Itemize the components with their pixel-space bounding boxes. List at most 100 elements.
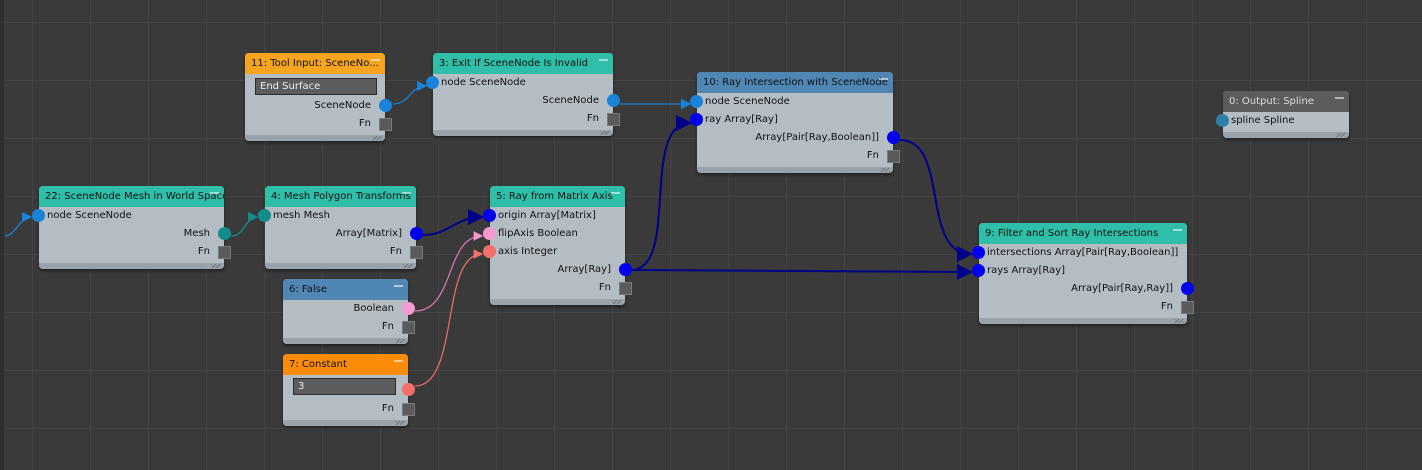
input-port-icon[interactable] [426, 76, 439, 89]
node-tool-input[interactable]: 11: Tool Input: SceneNo... End Surface S… [245, 53, 392, 141]
fn-port-icon[interactable] [607, 113, 620, 126]
minimize-icon[interactable] [879, 78, 888, 80]
wire-4-to-5 [421, 209, 484, 236]
constant-value-field[interactable]: 3 [293, 378, 396, 395]
output-port-row: Array[Pair[Ray,Boolean]] [697, 129, 900, 147]
node-header[interactable]: 6: False [283, 279, 408, 300]
node-title: 0: Output: Spline [1229, 96, 1314, 107]
node-exit-if-invalid[interactable]: 3: Exit If SceneNode Is Invalid node Sce… [426, 53, 620, 136]
resize-handle[interactable] [283, 338, 408, 344]
minimize-icon[interactable] [371, 59, 380, 61]
port-label: Fn [358, 118, 371, 129]
node-header[interactable]: 0: Output: Spline [1223, 91, 1349, 112]
node-filter-sort-intersections[interactable]: 9: Filter and Sort Ray Intersections int… [972, 223, 1194, 324]
node-title: 11: Tool Input: SceneNo... [251, 58, 379, 69]
output-port-icon[interactable] [887, 131, 900, 144]
port-label: Fn [389, 246, 402, 257]
resize-handle[interactable] [283, 420, 408, 426]
port-label: node SceneNode [47, 210, 132, 221]
fn-port-icon[interactable] [218, 246, 231, 259]
input-port-row: mesh Mesh [258, 207, 416, 225]
output-port-icon[interactable] [619, 263, 632, 276]
input-port-icon[interactable] [483, 227, 496, 240]
fn-port-icon[interactable] [402, 321, 415, 334]
node-header[interactable]: 5: Ray from Matrix Axis [490, 186, 625, 207]
minimize-icon[interactable] [611, 192, 620, 194]
input-port-row: spline Spline [1216, 112, 1349, 130]
resize-handle[interactable] [1223, 132, 1349, 138]
resize-handle[interactable] [490, 299, 625, 305]
node-scenenode-mesh[interactable]: 22: SceneNode Mesh in World Space node S… [32, 186, 231, 269]
input-port-icon[interactable] [972, 264, 985, 277]
wire-11-to-3 [392, 80, 428, 105]
minimize-icon[interactable] [402, 192, 411, 194]
fn-port-icon[interactable] [887, 150, 900, 163]
input-port-icon[interactable] [1216, 114, 1229, 127]
node-ray-from-matrix-axis[interactable]: 5: Ray from Matrix Axis origin Array[Mat… [483, 186, 632, 305]
minimize-icon[interactable] [1173, 229, 1182, 231]
node-header[interactable]: 7: Constant [283, 354, 408, 375]
node-header[interactable]: 9: Filter and Sort Ray Intersections [979, 223, 1187, 244]
node-header[interactable]: 22: SceneNode Mesh in World Space [39, 186, 224, 207]
port-label: Fn [1160, 301, 1173, 312]
input-port-icon[interactable] [32, 209, 45, 222]
wire-10-to-9 [899, 139, 973, 262]
input-port-row: node SceneNode [426, 74, 613, 92]
node-header[interactable]: 3: Exit If SceneNode Is Invalid [433, 53, 613, 74]
node-header[interactable]: 10: Ray Intersection with SceneNode [697, 72, 893, 93]
resize-handle[interactable] [265, 263, 416, 269]
resize-handle[interactable] [245, 135, 385, 141]
node-constant[interactable]: 7: Constant 3 Fn [283, 354, 415, 426]
resize-handle[interactable] [433, 130, 613, 136]
port-label: spline Spline [1231, 115, 1295, 126]
port-label: flipAxis Boolean [498, 228, 578, 239]
port-label: axis Integer [498, 246, 558, 257]
fn-port-icon[interactable] [379, 118, 392, 131]
fn-port-icon[interactable] [402, 403, 415, 416]
node-ray-intersection[interactable]: 10: Ray Intersection with SceneNode node… [690, 72, 900, 173]
fn-port-icon[interactable] [619, 282, 632, 295]
output-port-row: Array[Ray] [490, 261, 632, 279]
output-port-icon[interactable] [402, 383, 415, 396]
tool-input-field[interactable]: End Surface [255, 78, 377, 95]
resize-handle[interactable] [979, 318, 1187, 324]
node-title: 6: False [289, 284, 328, 295]
fn-port-row: Fn [245, 115, 392, 133]
wire-22-to-4 [230, 211, 259, 237]
node-header[interactable]: 4: Mesh Polygon Transforms [265, 186, 416, 207]
fn-port-icon[interactable] [1181, 301, 1194, 314]
fn-port-icon[interactable] [410, 246, 423, 259]
port-label: origin Array[Matrix] [498, 210, 596, 221]
output-port-icon[interactable] [410, 227, 423, 240]
fn-port-row: Fn [490, 279, 632, 297]
input-port-icon[interactable] [690, 113, 703, 126]
output-port-icon[interactable] [218, 227, 231, 240]
node-false[interactable]: 6: False Boolean Fn [283, 279, 415, 344]
minimize-icon[interactable] [394, 285, 403, 287]
port-label: Fn [381, 403, 394, 414]
port-label: Array[Pair[Ray,Ray]] [1071, 283, 1173, 294]
node-title: 10: Ray Intersection with SceneNode [703, 77, 888, 88]
resize-handle[interactable] [697, 167, 893, 173]
output-port-icon[interactable] [607, 94, 620, 107]
input-port-icon[interactable] [483, 245, 496, 258]
output-port-icon[interactable] [1181, 282, 1194, 295]
input-port-row: intersections Array[Pair[Ray,Boolean]] [972, 244, 1187, 262]
resize-handle[interactable] [39, 263, 224, 269]
minimize-icon[interactable] [394, 360, 403, 362]
node-mesh-polygon-transforms[interactable]: 4: Mesh Polygon Transforms mesh Mesh Arr… [258, 186, 423, 269]
output-port-icon[interactable] [379, 99, 392, 112]
output-port-icon[interactable] [402, 302, 415, 315]
input-port-icon[interactable] [483, 209, 496, 222]
node-output-spline[interactable]: 0: Output: Spline spline Spline [1216, 91, 1349, 138]
port-label: node SceneNode [705, 96, 790, 107]
input-port-icon[interactable] [972, 246, 985, 259]
port-label: SceneNode [314, 100, 371, 111]
minimize-icon[interactable] [599, 59, 608, 61]
node-header[interactable]: 11: Tool Input: SceneNo... [245, 53, 385, 74]
minimize-icon[interactable] [210, 192, 219, 194]
minimize-icon[interactable] [1335, 97, 1344, 99]
input-port-icon[interactable] [690, 95, 703, 108]
input-port-icon[interactable] [258, 209, 271, 222]
node-title: 7: Constant [289, 359, 347, 370]
